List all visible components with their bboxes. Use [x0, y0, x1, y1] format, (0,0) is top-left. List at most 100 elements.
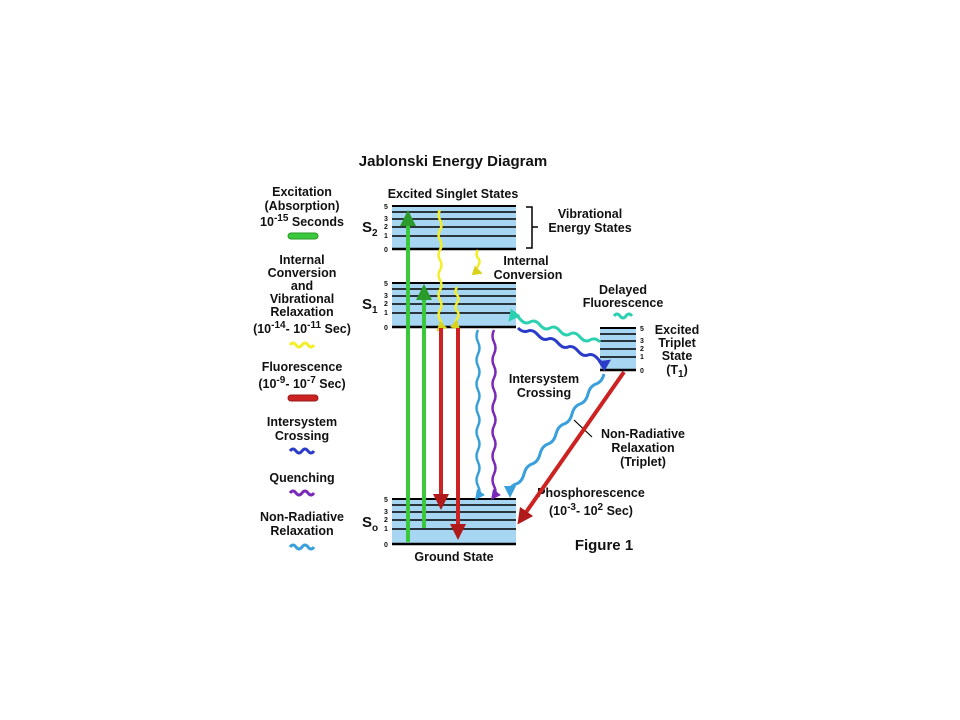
legend-nonrad-icon: [288, 543, 316, 551]
s0-num-3: 3: [384, 509, 388, 516]
s2-subscript: 2: [372, 228, 378, 239]
legend-excitation-icon: [287, 232, 319, 240]
legend-internal-line6: (10-14- 10-11 Sec): [253, 320, 351, 336]
s1-num-5: 5: [384, 281, 388, 288]
phos-l2-exp1: -3: [567, 502, 576, 513]
legend-exc-l3-pre: 10: [260, 215, 274, 229]
quenching-arrow: [491, 329, 501, 501]
phosphorescence-arrow: [517, 370, 626, 525]
phos-l2-mid: - 10: [576, 504, 598, 518]
internal-conversion-arrow-s2-s1: [471, 249, 483, 276]
delayed-fluorescence-legend-icon: [612, 312, 634, 320]
s1-num-0: 0: [384, 325, 388, 332]
legend-int-l6-exp1: -14: [271, 320, 286, 331]
legend-int-l6-post: Sec): [321, 322, 351, 336]
s0-level-numbers: 5 3 2 1 0: [384, 497, 388, 549]
s2-level-numbers: 5 3 2 1 0: [384, 204, 388, 254]
s1-num-3: 3: [384, 293, 388, 300]
non-radiative-triplet-arrow: [504, 373, 606, 498]
s2-num-1: 1: [384, 233, 388, 240]
t1-num-5: 5: [640, 326, 644, 333]
s2-num-5: 5: [384, 204, 388, 211]
s1-state-label: S1: [362, 296, 378, 316]
s1-energy-band: [392, 282, 516, 329]
s1-level-numbers: 5 3 2 1 0: [384, 281, 388, 332]
legend-fl-l2-post: Sec): [316, 377, 346, 391]
non-radiative-arrow-s1-s0: [475, 329, 485, 501]
s0-num-0: 0: [384, 542, 388, 549]
legend-int-l6-pre: (10: [253, 322, 271, 336]
s2-state-label: S2: [362, 219, 378, 239]
t1-num-0: 0: [640, 368, 644, 375]
legend-fluorescence-line2: (10-9- 10-7 Sec): [258, 375, 345, 391]
delayed-fluorescence-arrow: [508, 308, 602, 344]
t1-level-numbers: 5 3 2 1 0: [640, 326, 644, 375]
legend-internal-line3: and: [291, 279, 313, 293]
t1-label-2: Triplet: [658, 336, 696, 350]
s2-num-3: 3: [384, 216, 388, 223]
legend-nonrad-line2: Relaxation: [270, 524, 333, 538]
nonrad-triplet-label-2: Relaxation: [611, 441, 674, 455]
internal-conversion-arrow-s1: [449, 286, 461, 331]
nonrad-triplet-label-3: (Triplet): [620, 455, 666, 469]
legend-fluorescence-icon: [287, 394, 319, 402]
nonrad-triplet-label-1: Non-Radiative: [601, 427, 685, 441]
phosphorescence-label-1: Phosphorescence: [537, 486, 645, 500]
legend-excitation-line1: Excitation: [272, 185, 332, 199]
legend-fl-l2-exp1: -9: [276, 375, 285, 386]
figure-label: Figure 1: [575, 537, 633, 554]
legend-quenching-line1: Quenching: [269, 471, 334, 485]
phos-l2-exp2: 2: [598, 502, 604, 513]
vibrational-label-2: Energy States: [548, 221, 631, 235]
intersystem-crossing-arrow: [516, 326, 611, 372]
s0-main: S: [362, 514, 372, 531]
internal-conversion-arrow-s2: [436, 209, 448, 332]
legend-isc-line2: Crossing: [275, 429, 329, 443]
s0-num-5: 5: [384, 497, 388, 504]
t1-l4-sub: 1: [678, 369, 684, 380]
s0-state-label: So: [362, 514, 378, 534]
legend-isc-icon: [288, 447, 316, 455]
t1-num-3: 3: [640, 338, 644, 345]
phosphorescence-label-2: (10-3- 102 Sec): [549, 502, 633, 518]
phos-l2-pre: (10: [549, 504, 567, 518]
isc-label-2: Crossing: [517, 386, 571, 400]
s1-band-fill: [392, 283, 516, 327]
s2-main: S: [362, 219, 372, 236]
t1-l4-pre: (T: [666, 363, 678, 377]
s0-num-1: 1: [384, 526, 388, 533]
s1-main: S: [362, 296, 372, 313]
legend: Excitation (Absorption) 10-15 Seconds In…: [253, 185, 351, 551]
s1-num-1: 1: [384, 310, 388, 317]
s0-subscript: o: [372, 523, 378, 534]
legend-fl-l2-pre: (10: [258, 377, 276, 391]
s1-num-2: 2: [384, 301, 388, 308]
legend-internal-line1: Internal: [279, 253, 324, 267]
legend-isc-line1: Intersystem: [267, 415, 337, 429]
t1-l4-post: ): [684, 363, 688, 377]
s0-num-2: 2: [384, 517, 388, 524]
s1-subscript: 1: [372, 305, 378, 316]
delayed-fluorescence-label-1: Delayed: [599, 283, 647, 297]
legend-fl-l2-mid: - 10: [285, 377, 307, 391]
vibrational-bracket: [526, 206, 538, 249]
legend-internal-line5: Relaxation: [270, 305, 333, 319]
s2-num-2: 2: [384, 224, 388, 231]
diagram-title: Jablonski Energy Diagram: [359, 153, 547, 170]
legend-internal-icon: [288, 341, 316, 349]
legend-fl-l2-exp2: -7: [307, 375, 316, 386]
legend-exc-l3-exp: -15: [274, 213, 289, 224]
phos-l2-post: Sec): [603, 504, 633, 518]
isc-label-1: Intersystem: [509, 372, 579, 386]
s0-energy-band: [392, 498, 516, 546]
s2-num-0: 0: [384, 247, 388, 254]
legend-int-l6-exp2: -11: [307, 320, 321, 331]
ground-state-label: Ground State: [414, 550, 493, 564]
legend-nonrad-line1: Non-Radiative: [260, 510, 344, 524]
legend-exc-l3-post: Seconds: [288, 215, 344, 229]
legend-fluorescence-line1: Fluorescence: [262, 360, 343, 374]
legend-int-l6-mid: - 10: [286, 322, 308, 336]
t1-label-3: State: [662, 349, 693, 363]
internal-conversion-label-1: Internal: [503, 254, 548, 268]
